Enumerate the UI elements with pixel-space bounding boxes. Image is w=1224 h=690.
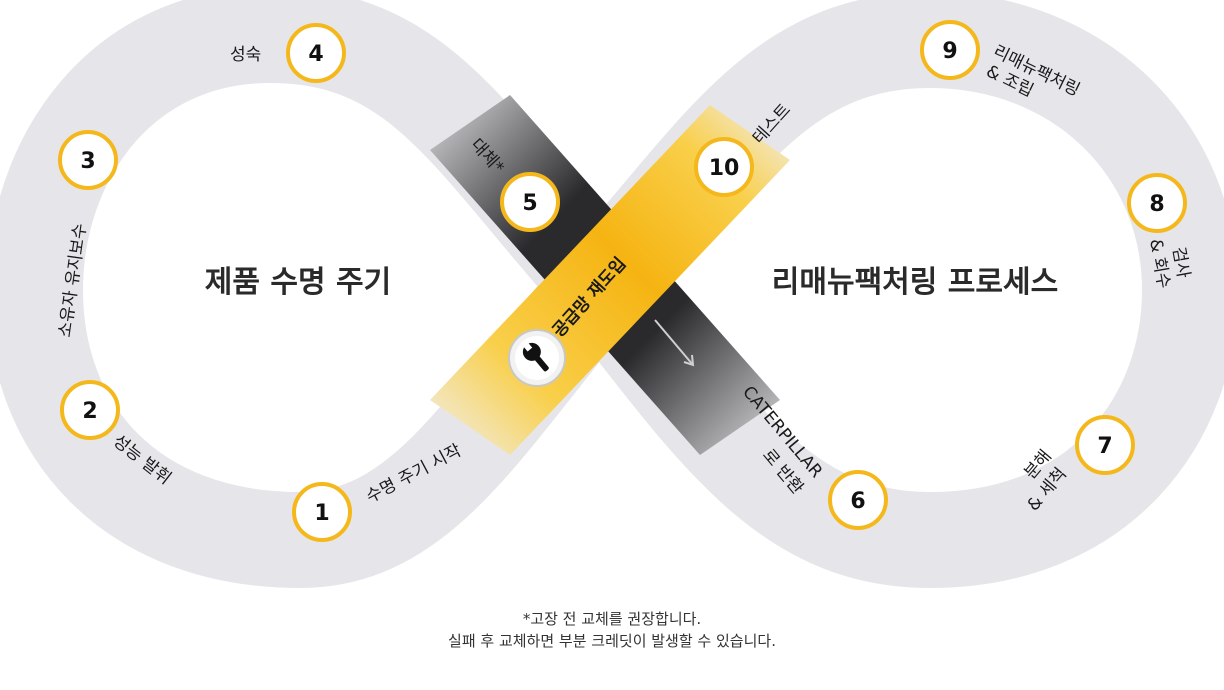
step-9-number: 9 bbox=[942, 39, 957, 64]
step-5-badge: 5 bbox=[500, 172, 560, 232]
step-4-number: 4 bbox=[308, 42, 323, 67]
step-badges: 1 2 3 4 5 6 7 8 9 10 bbox=[58, 20, 1187, 542]
step-10-badge: 10 bbox=[694, 137, 754, 197]
step-1-badge: 1 bbox=[292, 482, 352, 542]
step-10-number: 10 bbox=[709, 156, 740, 181]
wrench-icon bbox=[508, 329, 566, 387]
step-6-number: 6 bbox=[850, 489, 865, 514]
step-3-number: 3 bbox=[80, 149, 95, 174]
step-6-badge: 6 bbox=[828, 470, 888, 530]
step-1-number: 1 bbox=[314, 501, 329, 526]
right-loop bbox=[552, 0, 1224, 589]
step-4-badge: 4 bbox=[286, 23, 346, 83]
step-2-badge: 2 bbox=[60, 380, 120, 440]
step-2-number: 2 bbox=[82, 399, 97, 424]
step-5-number: 5 bbox=[522, 191, 537, 216]
footnote-line-2: 실패 후 교체하면 부분 크레딧이 발생할 수 있습니다. bbox=[448, 632, 776, 650]
step-4-label: 성숙 bbox=[230, 45, 261, 65]
step-9-badge: 9 bbox=[920, 20, 980, 80]
left-title: 제품 수명 주기 bbox=[205, 265, 392, 300]
right-title: 리매뉴팩처링 프로세스 bbox=[772, 265, 1058, 300]
step-8-number: 8 bbox=[1149, 192, 1164, 217]
step-8-badge: 8 bbox=[1127, 173, 1187, 233]
left-loop bbox=[0, 0, 648, 589]
step-3-badge: 3 bbox=[58, 130, 118, 190]
footnote-line-1: *고장 전 교체를 권장합니다. bbox=[522, 610, 702, 628]
arrow-icon bbox=[654, 319, 695, 367]
step-7-badge: 7 bbox=[1075, 415, 1135, 475]
step-7-number: 7 bbox=[1097, 434, 1112, 459]
